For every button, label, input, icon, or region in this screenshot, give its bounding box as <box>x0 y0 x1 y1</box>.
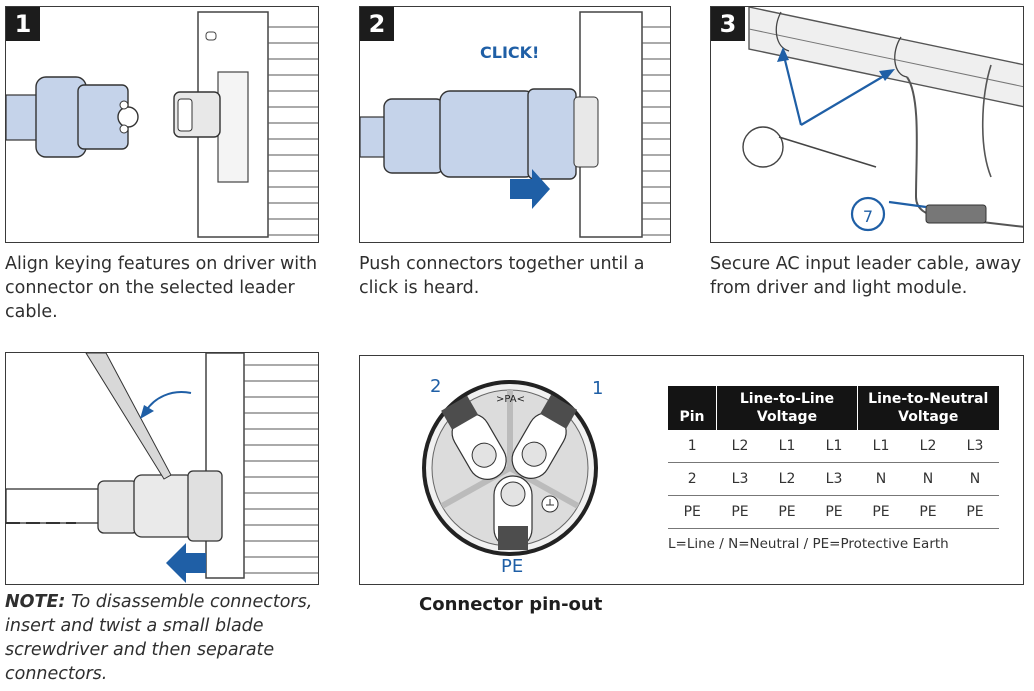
table-cell: L2 <box>904 430 952 463</box>
pinout-table: Pin Line-to-Line Voltage Line-to-Neutral… <box>668 386 999 529</box>
step-1-caption: Align keying features on driver with con… <box>5 254 318 322</box>
table-cell: PE <box>904 495 952 529</box>
step-2-badge: 2 <box>360 7 394 41</box>
note-text: To disassemble connectors, insert and tw… <box>5 592 313 684</box>
table-cell: L2 <box>716 430 764 463</box>
table-cell: PE <box>857 495 905 529</box>
table-cell: L3 <box>716 462 764 496</box>
step-1-badge: 1 <box>6 7 40 41</box>
disassembly-illustration <box>6 353 318 583</box>
pe-label: PE <box>501 556 524 577</box>
table-cell: L3 <box>951 430 999 463</box>
table-cell: L1 <box>763 430 811 463</box>
pinout-legend: L=Line / N=Neutral / PE=Protective Earth <box>668 536 949 552</box>
step-2-illustration <box>360 11 670 238</box>
table-cell: L1 <box>810 430 858 463</box>
pinout-title: Connector pin-out <box>419 594 603 615</box>
table-cell: PE <box>716 495 764 529</box>
table-row: PE PE PE PE PE PE PE <box>668 495 999 529</box>
disassembly-panel <box>5 352 319 585</box>
step-3-illustration <box>742 7 1023 232</box>
header-pin: Pin <box>668 386 717 430</box>
header-line-to-line: Line-to-Line Voltage <box>716 386 858 430</box>
pinout-panel: 2 1 PE >PA< Pin Line-to-Line Voltage Lin… <box>359 355 1024 585</box>
table-cell: N <box>904 462 952 496</box>
table-cell: 1 <box>668 430 717 463</box>
table-cell: N <box>857 462 905 496</box>
step-2-caption: Push connectors together until a click i… <box>359 254 645 298</box>
pin-1-label: 1 <box>592 378 604 399</box>
click-callout: CLICK! <box>480 43 540 62</box>
header-line-to-neutral: Line-to-Neutral Voltage <box>857 386 999 430</box>
pinout-diagram <box>422 380 598 556</box>
table-row: 2 L3 L2 L3 N N N <box>668 462 999 496</box>
table-cell: 2 <box>668 462 717 496</box>
table-cell: L1 <box>857 430 905 463</box>
table-cell: PE <box>668 495 717 529</box>
step-1-illustration <box>6 11 318 238</box>
step-2-panel: 2 CLICK! <box>359 6 671 243</box>
table-cell: PE <box>810 495 858 529</box>
keying-label: >PA< <box>496 394 525 405</box>
step-3-panel: 3 7 <box>710 6 1024 243</box>
table-cell: PE <box>763 495 811 529</box>
table-cell: L3 <box>810 462 858 496</box>
callout-number: 7 <box>862 207 874 226</box>
table-cell: L2 <box>763 462 811 496</box>
step-3-badge: 3 <box>711 7 745 41</box>
step-1-panel: 1 <box>5 6 319 243</box>
table-row: 1 L2 L1 L1 L1 L2 L3 <box>668 430 999 463</box>
pin-2-label: 2 <box>430 376 442 397</box>
disassembly-note: NOTE: To disassemble connectors, insert … <box>5 590 315 686</box>
step-3-caption: Secure AC input leader cable, away from … <box>710 254 1022 298</box>
note-label: NOTE: <box>5 592 66 612</box>
table-cell: PE <box>951 495 999 529</box>
table-cell: N <box>951 462 999 496</box>
